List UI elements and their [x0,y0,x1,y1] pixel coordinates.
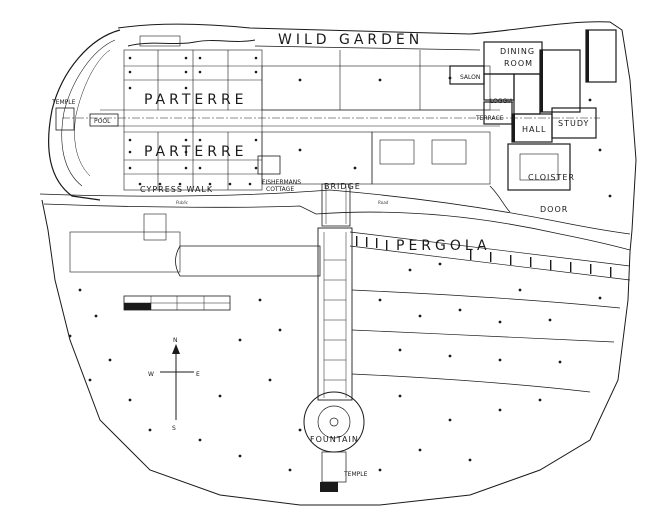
scale-bar-fill [124,303,151,310]
compass-rose [160,348,194,420]
label-public: Public [176,200,189,205]
compass-north: N [173,337,178,344]
compass-east: E [196,371,200,378]
canal-walk [317,227,353,401]
pergola [349,231,631,281]
west-temple [55,107,75,131]
bridge [321,183,351,227]
south-path [321,451,347,483]
lower-lawn [261,50,491,185]
label-bridge: BRIDGE [324,182,361,191]
pergola-posts [356,236,612,277]
scattered-trees [68,76,612,472]
label-door: DOOR [540,205,568,214]
parterre-grid [123,49,263,191]
wild-garden-edge [254,45,481,51]
label-road: Road [378,200,389,205]
fountain-inner [317,405,351,439]
label-room: ROOM [504,59,533,68]
orchard-rows [351,289,621,393]
compass-arrow [172,344,180,354]
label-fishermans: FISHERMANS [262,179,301,186]
west-curved-boundary-inner2 [74,49,111,177]
label-temple-west: TEMPLE [51,99,76,106]
wild-garden-hedge [127,39,256,47]
label-parterre-upper: PARTERRE [144,92,248,108]
cloister-courtyard [519,153,559,181]
label-cloister: CLOISTER [528,173,575,182]
lower-west-building [143,213,167,241]
south-temple [320,482,338,492]
label-pool: POOL [94,118,111,125]
lower-west-enclosure [69,231,181,273]
fishermans-cottage [257,155,281,175]
label-wild-garden: WILD GARDEN [278,32,423,48]
label-fountain: FOUNTAIN [310,435,359,444]
wild-garden-planting [139,35,181,47]
public-road-north-edge [39,189,631,235]
property-boundary [41,21,637,506]
west-curved-boundary [48,29,121,201]
label-salon: SALON [460,74,480,81]
compass-south: S [172,425,176,432]
public-road-south-edge [43,203,631,251]
label-dining: DINING [500,47,535,56]
label-terrace: TERRACE [475,115,504,122]
label-parterre-lower: PARTERRE [144,144,248,160]
pool [89,113,119,127]
house-fill [512,30,589,142]
label-temple-south: TEMPLE [343,471,368,478]
compass-west: W [148,371,154,378]
label-loggia: LOGGIA [490,98,514,105]
label-cypress-walk: CYPRESS WALK [140,185,213,194]
label-study: STUDY [558,119,589,128]
fountain-basin [329,417,339,427]
door-arc [489,185,511,213]
canal-steps [324,259,346,381]
lower-terrace [175,245,321,277]
label-pergola: PERGOLA [396,238,491,254]
cypress-trees [128,56,258,186]
west-curved-boundary-inner [61,39,116,187]
label-hall: HALL [522,125,546,134]
label-cottage: COTTAGE [266,186,294,193]
